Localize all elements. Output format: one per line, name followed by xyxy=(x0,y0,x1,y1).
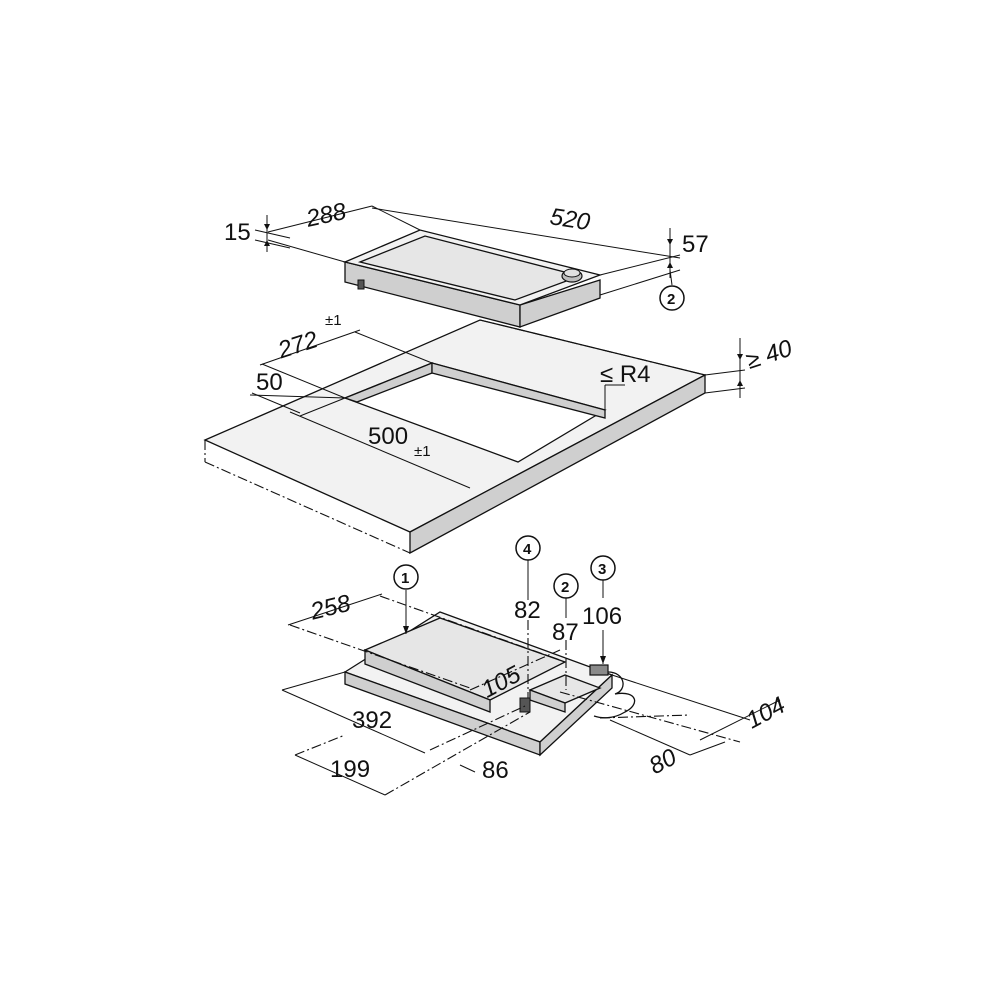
callout-2-top: 2 xyxy=(659,285,685,311)
dim-cutout-width-tol: ±1 xyxy=(325,312,342,329)
dim-underside-length: 392 xyxy=(352,707,392,734)
dim-cutout-depth: 500 xyxy=(368,423,408,450)
callout-2-top-label: 2 xyxy=(667,291,675,308)
dim-appliance-depth: 520 xyxy=(548,203,592,236)
callout-3: 3 xyxy=(590,555,616,581)
underside-drawing xyxy=(343,611,636,757)
dim-worktop-thickness: ≥ 40 xyxy=(743,335,796,375)
dim-appliance-width: 288 xyxy=(303,198,349,233)
appliance-drawing xyxy=(342,229,603,328)
dim-underside-104: 104 xyxy=(742,692,790,735)
appliance-dimension-lines xyxy=(254,205,681,296)
callout-4-label: 4 xyxy=(523,541,532,558)
callout-2-bottom: 2 xyxy=(553,573,579,599)
dim-cutout-radius: ≤ R4 xyxy=(600,361,651,388)
dim-underside-82: 82 xyxy=(514,597,541,624)
dim-underside-offset: 199 xyxy=(330,756,370,783)
dim-cutout-edge: 50 xyxy=(256,369,283,396)
callout-2-bottom-label: 2 xyxy=(561,579,569,596)
callout-3-label: 3 xyxy=(598,561,606,578)
underside-dimension-lines xyxy=(281,560,781,796)
dim-underside-87: 87 xyxy=(552,619,579,646)
dim-frame-15: 15 xyxy=(224,219,251,246)
dim-cutout-depth-tol: ±1 xyxy=(414,443,431,460)
dim-underside-86: 86 xyxy=(482,757,509,784)
dim-underside-106: 106 xyxy=(582,603,622,630)
callout-4: 4 xyxy=(515,535,541,561)
callout-1-label: 1 xyxy=(401,570,409,587)
dim-underside-width: 258 xyxy=(307,590,354,626)
callout-1: 1 xyxy=(393,564,419,590)
dim-appliance-height: 57 xyxy=(682,231,709,258)
worktop-dimension-lines xyxy=(249,329,746,489)
dim-cutout-width: 272 xyxy=(274,326,321,364)
